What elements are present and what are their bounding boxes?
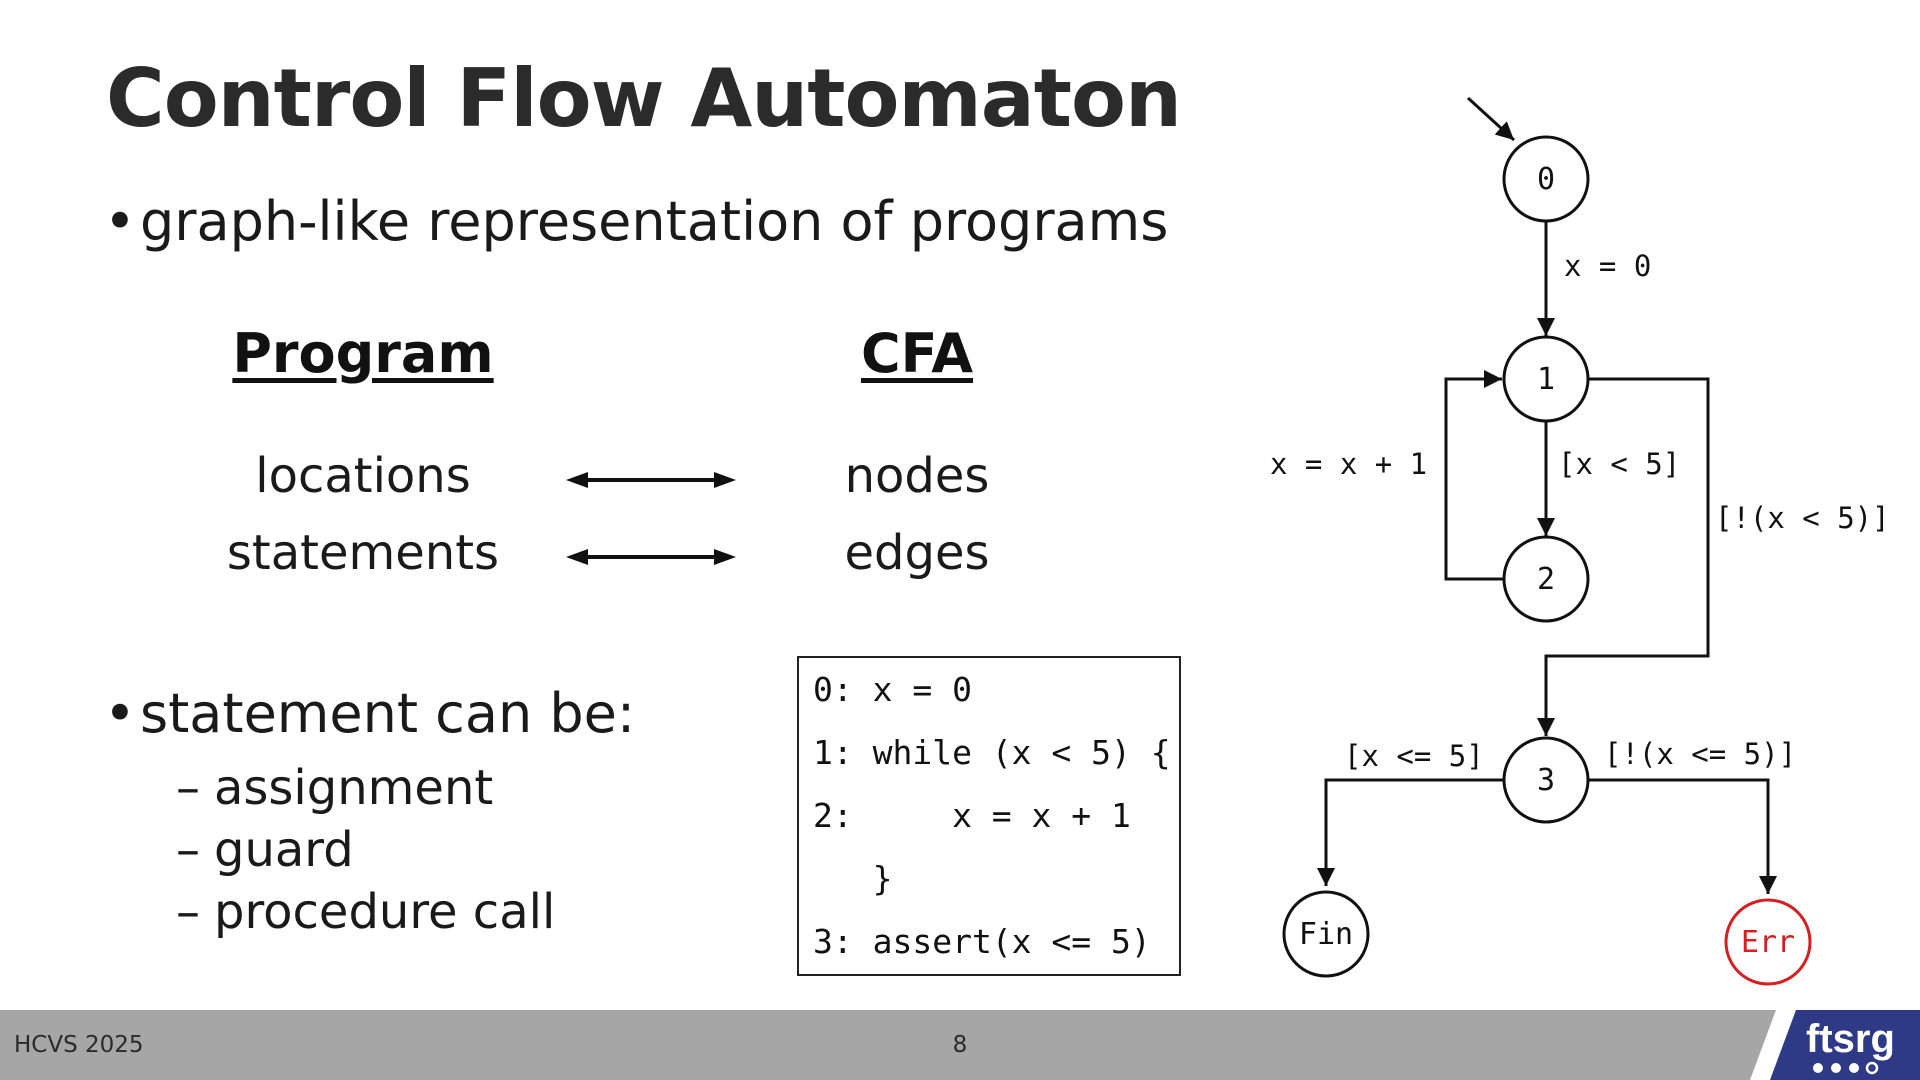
list-item: –assignment [176,760,555,822]
cfa-edge-2-1 [1444,370,1504,581]
cfa-entry-edge [1466,96,1516,142]
bullet-graph-like: •graph-like representation of programs [104,190,1168,253]
bullet-marker: • [104,682,136,745]
dash-marker: – [176,884,200,940]
list-item: –guard [176,822,555,884]
footer-conference: HCVS 2025 [14,1032,144,1058]
double-arrow-icon [566,549,736,565]
code-line: } [813,859,893,898]
cfa-graph: x = 0 [x < 5] x = x + 1 [!(x < 5)] [x <=… [1270,96,1890,986]
code-line: 2: x = x + 1 [813,796,1131,835]
cfa-node-2: 2 [1502,535,1590,623]
cfa-node-label: Err [1741,925,1795,960]
cfa-edge-label: x = 0 [1564,249,1651,283]
cfa-edge-label: [x <= 5] [1344,739,1484,773]
cfa-edge-label: [!(x <= 5)] [1604,737,1796,771]
cfa-edge-label: x = x + 1 [1270,447,1427,481]
cfa-edge-label: [!(x < 5)] [1715,501,1890,535]
list-item-text: guard [214,822,354,878]
mapping-left-locations: locations [255,448,471,504]
mapping-left-statements: statements [226,525,500,581]
cfa-node-fin: Fin [1282,890,1370,978]
program-header: Program [232,322,494,385]
code-line: 1: while (x < 5) { [813,733,1171,772]
cfa-node-err: Err [1724,898,1812,986]
cfa-node-1: 1 [1502,335,1590,423]
cfa-edge-3-err [1589,778,1777,894]
cfa-node-label: 3 [1537,763,1555,798]
cfa-header: CFA [860,322,974,385]
cfa-edge-3-fin [1317,778,1504,886]
list-item-text: procedure call [214,884,556,940]
code-listing: 0: x = 0 1: while (x < 5) { 2: x = x + 1… [797,656,1181,976]
double-arrow-icon [566,472,736,488]
cfa-node-label: 1 [1537,362,1555,397]
logo-text: ftsrg [1806,1017,1895,1061]
code-line: 0: x = 0 [813,670,972,709]
bullet-statement: •statement can be: [104,682,635,745]
code-line: 3: assert(x <= 5) [813,922,1151,961]
bullet-text: graph-like representation of programs [140,190,1169,253]
footer-page-number: 8 [952,1032,968,1058]
mapping-right-nodes: nodes [844,448,990,504]
mapping-right-edges: edges [844,525,990,581]
slide-footer: HCVS 2025 8 ftsrg [0,1010,1920,1080]
dash-marker: – [176,822,200,878]
slide-title: Control Flow Automaton [106,52,1182,145]
bullet-text: statement can be: [140,682,636,745]
ftsrg-logo: ftsrg [1750,1010,1920,1080]
cfa-node-label: Fin [1299,917,1353,952]
cfa-node-0: 0 [1502,135,1590,223]
list-item: –procedure call [176,884,555,946]
cfa-edge-1-3 [1537,377,1710,736]
statement-kinds-list: –assignment –guard –procedure call [176,760,555,946]
cfa-node-label: 0 [1537,162,1555,197]
cfa-node-3: 3 [1502,736,1590,824]
bullet-marker: • [104,190,136,253]
cfa-edge-label: [x < 5] [1558,447,1680,481]
cfa-node-label: 2 [1537,562,1555,597]
list-item-text: assignment [214,760,494,816]
dash-marker: – [176,760,200,816]
